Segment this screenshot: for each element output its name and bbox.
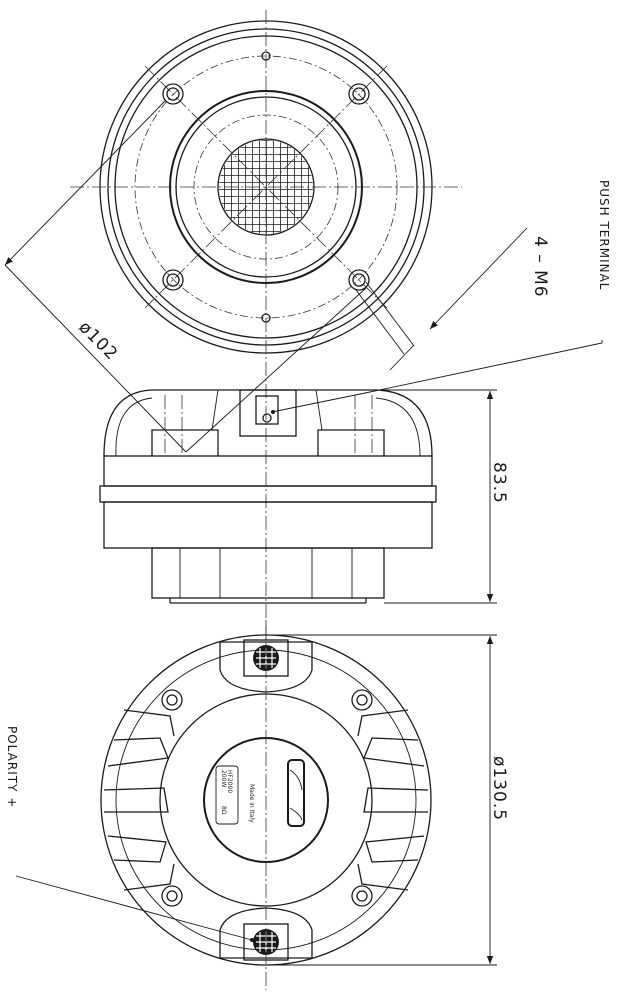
badge-power: 200W [220,770,227,787]
bolt-size-dimension: 4 – M6 [355,227,550,371]
push-terminal-label: PUSH TERMINAL [597,180,611,291]
badge-model: HF2000 [226,770,233,793]
diameter-label: ø130.5 [489,756,509,821]
badge-origin: Made in Italy [248,784,255,823]
height-dimension: 83.5 [380,389,509,604]
top-view [70,10,462,640]
product-badge: HF2000 200W 8Ω Made in Italy [215,759,305,827]
height-label: 83.5 [489,462,509,504]
brand-logo [287,759,305,827]
bolt-circle-label: ø102 [74,317,121,364]
bolt-circle-dimension: ø102 [4,99,367,453]
polarity-label: POLARITY + [5,726,19,808]
diameter-dimension: ø130.5 [270,634,509,966]
side-view [99,389,437,604]
polarity-callout: POLARITY + [5,726,254,942]
push-terminal-callout: PUSH TERMINAL [271,180,611,414]
bolt-size-label: 4 – M6 [530,236,550,298]
badge-impedance: 8Ω [220,806,227,815]
bottom-bolts [161,689,373,907]
bottom-view: HF2000 200W 8Ω Made in Italy [100,620,432,990]
